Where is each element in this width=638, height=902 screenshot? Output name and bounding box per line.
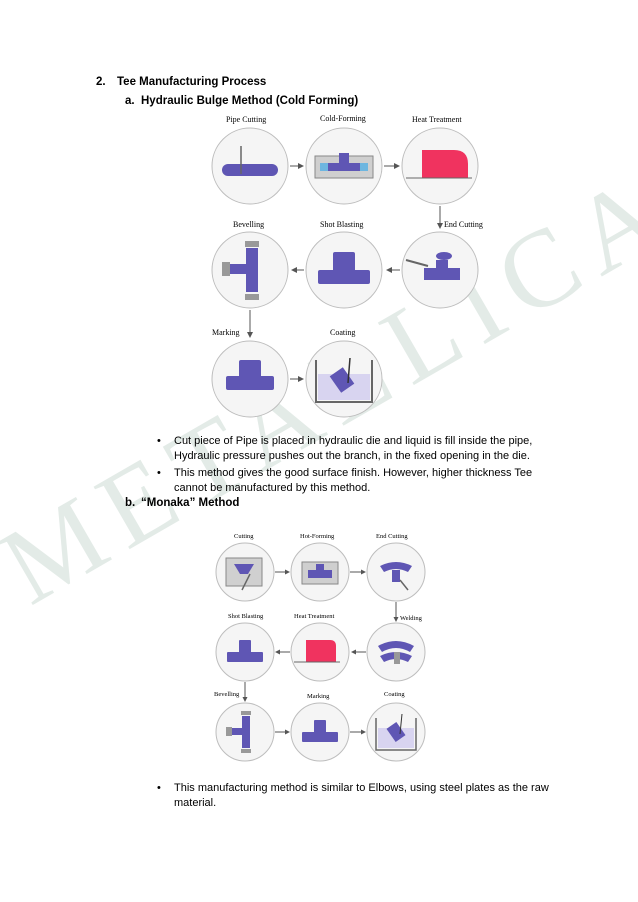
tee-icon	[318, 252, 370, 284]
subheading-a: a. Hydraulic Bulge Method (Cold Forming)	[125, 95, 358, 107]
label-bevelling-b: Bevelling	[214, 691, 240, 698]
subheading-b-title: “Monaka” Method	[141, 497, 240, 509]
half-tee-icon	[380, 562, 412, 591]
tee-icon-b	[227, 640, 263, 662]
label-coating-b: Coating	[384, 691, 405, 698]
bevelling-icon-b	[226, 711, 251, 753]
label-hot-forming: Hot-Forming	[300, 533, 335, 540]
bullet-text: Cut piece of Pipe is placed in hydraulic…	[174, 435, 533, 462]
bevelling-icon	[222, 241, 259, 300]
coating-bath-icon	[315, 357, 373, 403]
label-end-cutting-b: End Cutting	[376, 533, 408, 540]
plate-cutting-icon	[225, 557, 263, 591]
label-coating: Coating	[330, 328, 355, 337]
bullet-item: •This manufacturing method is similar to…	[157, 782, 549, 809]
label-shot-blasting-b: Shot Blasting	[228, 613, 264, 620]
hot-forming-icon	[301, 561, 339, 585]
pipe-icon	[222, 146, 278, 176]
subheading-b: b. “Monaka” Method	[125, 497, 239, 509]
marked-tee-icon-b	[302, 720, 338, 742]
furnace-icon	[406, 150, 472, 179]
label-heat-treatment: Heat Treatment	[412, 115, 462, 124]
label-shot-blasting: Shot Blasting	[320, 220, 363, 229]
subheading-b-letter: b.	[125, 497, 136, 509]
heading-number: 2.	[96, 76, 106, 88]
bullet-text: This manufacturing method is similar to …	[174, 782, 549, 809]
label-marking: Marking	[212, 328, 240, 337]
welding-icon	[378, 641, 414, 664]
label-bevelling: Bevelling	[233, 220, 264, 229]
label-pipe-cutting: Pipe Cutting	[226, 115, 266, 124]
label-marking-b: Marking	[307, 693, 330, 700]
label-cutting: Cutting	[234, 533, 254, 540]
end-cutting-icon	[405, 252, 460, 280]
coating-bath-icon-b	[375, 713, 417, 751]
label-end-cutting: End Cutting	[444, 220, 483, 229]
die-icon	[314, 153, 374, 179]
label-heat-treatment-b: Heat Treatment	[294, 613, 334, 620]
section-heading: 2. Tee Manufacturing Process	[96, 76, 266, 88]
label-cold-forming: Cold-Forming	[320, 114, 366, 123]
subheading-a-letter: a.	[125, 95, 135, 107]
furnace-icon-b	[294, 640, 340, 663]
heading-title: Tee Manufacturing Process	[117, 76, 267, 88]
bullet-item: •This method gives the good surface fini…	[157, 467, 533, 494]
marked-tee-icon	[226, 360, 274, 390]
bullet-text: This method gives the good surface finis…	[174, 467, 533, 494]
subheading-a-title: Hydraulic Bulge Method (Cold Forming)	[141, 95, 359, 107]
hydraulic-bulge-process-diagram: Pipe Cutting Cold-Forming Heat Treatment…	[211, 114, 483, 418]
bullet-item: •Cut piece of Pipe is placed in hydrauli…	[157, 435, 533, 462]
monaka-process-diagram: Cutting Hot-Forming End Cutting Shot Bla…	[214, 533, 426, 762]
label-welding: Welding	[400, 615, 423, 622]
